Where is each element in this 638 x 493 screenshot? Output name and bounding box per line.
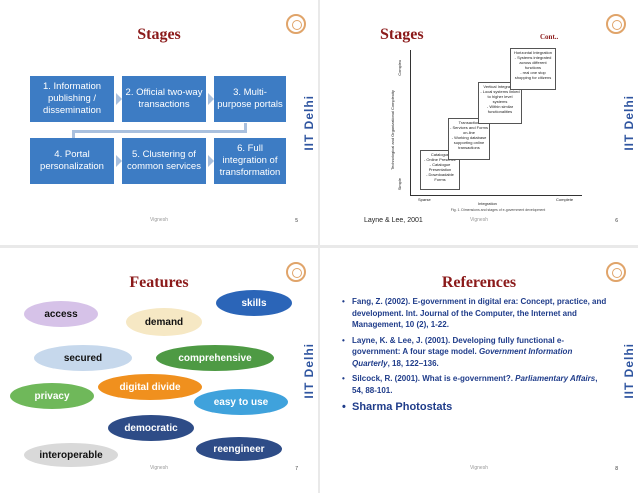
slide-stages-1: Stages IIT Delhi 1. Information publishi…: [0, 0, 318, 245]
feature-bubble: democratic: [108, 415, 194, 441]
slide-title: Features: [129, 274, 189, 291]
reference-details: , 18, 122–136.: [387, 358, 439, 368]
feature-bubble: access: [24, 301, 98, 327]
step-heading: Transaction: [458, 120, 480, 125]
feature-bubble: demand: [126, 308, 202, 336]
source-citation: Layne & Lee, 2001: [364, 217, 423, 224]
step-body: - Systems integrated across different fu…: [514, 55, 552, 80]
iit-logo-icon: [286, 262, 306, 282]
reference-text: Fang, Z. (2002). E-government in digital…: [352, 297, 607, 329]
reference-item: Fang, Z. (2002). E-government in digital…: [342, 296, 610, 331]
step-body: - Services and Forms on-line - Working d…: [450, 125, 489, 150]
step-body: - Online Presence - Catalogue Presentati…: [423, 157, 456, 182]
reference-text: Layne, K. & Lee, J. (2001). Developing f…: [352, 335, 565, 357]
arrow-icon: [208, 93, 214, 105]
feature-bubble: comprehensive: [156, 345, 274, 371]
iit-logo-icon: [606, 262, 626, 282]
page-number: 7: [295, 466, 298, 472]
arrow-icon: [116, 155, 122, 167]
connector-line: [72, 130, 247, 133]
step-heading: Horizontal Integration: [513, 50, 553, 55]
feature-bubble: secured: [34, 345, 132, 371]
arrow-icon: [208, 155, 214, 167]
feature-bubble: skills: [216, 290, 292, 316]
reference-list: Fang, Z. (2002). E-government in digital…: [342, 296, 610, 418]
stage-box-5: 5. Clustering of common services: [122, 138, 206, 184]
stage-box-6: 6. Full integration of transformation: [214, 138, 286, 184]
slide-features: Features IIT Delhi access skills demand …: [0, 248, 318, 493]
slide-references: References IIT Delhi Fang, Z. (2002). E-…: [320, 248, 638, 493]
footer-author: Vignesh: [470, 217, 488, 223]
page-number: 8: [615, 466, 618, 472]
stage-box-2: 2. Official two-way transactions: [122, 76, 206, 122]
feature-bubble: digital divide: [98, 374, 202, 400]
y-axis-label: Technological and Organizational Complex…: [390, 90, 395, 170]
cont-label: Cont..: [540, 33, 559, 41]
step-heading: Vertical Integration: [483, 84, 517, 89]
diagram-caption: Fig. 1. Dimensions and stages of e-gover…: [450, 208, 546, 212]
stage-box-3: 3. Multi-purpose portals: [214, 76, 286, 122]
x-axis-label: Integration: [478, 201, 497, 206]
y-axis-bottom-label: Simple: [397, 178, 402, 191]
slide-title: Stages: [380, 26, 424, 43]
iit-delhi-vertical-label: IIT Delhi: [622, 95, 636, 151]
reference-text: Sharma Photostats: [352, 401, 453, 413]
footer-author: Vignesh: [470, 465, 488, 471]
x-axis: [410, 195, 582, 196]
iit-delhi-vertical-label: IIT Delhi: [302, 95, 316, 151]
step-body: - Local systems linked to higher level s…: [480, 89, 520, 114]
feature-bubble: easy to use: [194, 389, 288, 415]
reference-journal: Government Information Quarterly: [352, 347, 573, 368]
reference-text: Silcock, R. (2001). What is e-government…: [352, 374, 516, 383]
reference-item: Silcock, R. (2001). What is e-government…: [342, 373, 610, 396]
stage-box-4: 4. Portal personalization: [30, 138, 114, 184]
y-axis: [410, 50, 411, 195]
diagram-step-horizontal-integration: Horizontal Integration - Systems integra…: [510, 48, 556, 90]
diagram-step-transaction: Transaction - Services and Forms on-line…: [448, 118, 490, 160]
connector-line: [244, 123, 247, 131]
iit-delhi-vertical-label: IIT Delhi: [622, 343, 636, 399]
step-heading: Catalogue: [430, 152, 450, 157]
slide-stages-2: Stages Cont.. IIT Delhi Complex Technolo…: [320, 0, 638, 245]
iit-logo-icon: [286, 14, 306, 34]
y-axis-top-label: Complex: [397, 60, 402, 76]
feature-bubble: privacy: [10, 383, 94, 409]
page-number: 5: [295, 218, 298, 224]
slide-title: References: [441, 274, 517, 291]
x-axis-left-label: Sparse: [418, 197, 431, 202]
reference-item: Sharma Photostats: [342, 400, 610, 414]
stage-box-1: 1. Information publishing / disseminatio…: [30, 76, 114, 122]
diagram-step-catalogue: Catalogue - Online Presence - Catalogue …: [420, 150, 460, 190]
feature-bubble: interoperable: [24, 443, 118, 467]
footer-author: Vignesh: [150, 465, 168, 471]
connector-line: [72, 130, 75, 138]
footer-author: Vignesh: [150, 217, 168, 223]
reference-details: , 54, 88-101.: [352, 374, 598, 395]
iit-delhi-vertical-label: IIT Delhi: [302, 343, 316, 399]
page-number: 6: [615, 218, 618, 224]
arrow-icon: [116, 93, 122, 105]
iit-logo-icon: [606, 14, 626, 34]
reference-item: Layne, K. & Lee, J. (2001). Developing f…: [342, 335, 610, 370]
reference-journal: Parliamentary Affairs: [515, 374, 596, 383]
feature-bubble: reengineer: [196, 437, 282, 461]
slide-title: Stages: [137, 26, 181, 43]
x-axis-right-label: Complete: [556, 197, 574, 202]
